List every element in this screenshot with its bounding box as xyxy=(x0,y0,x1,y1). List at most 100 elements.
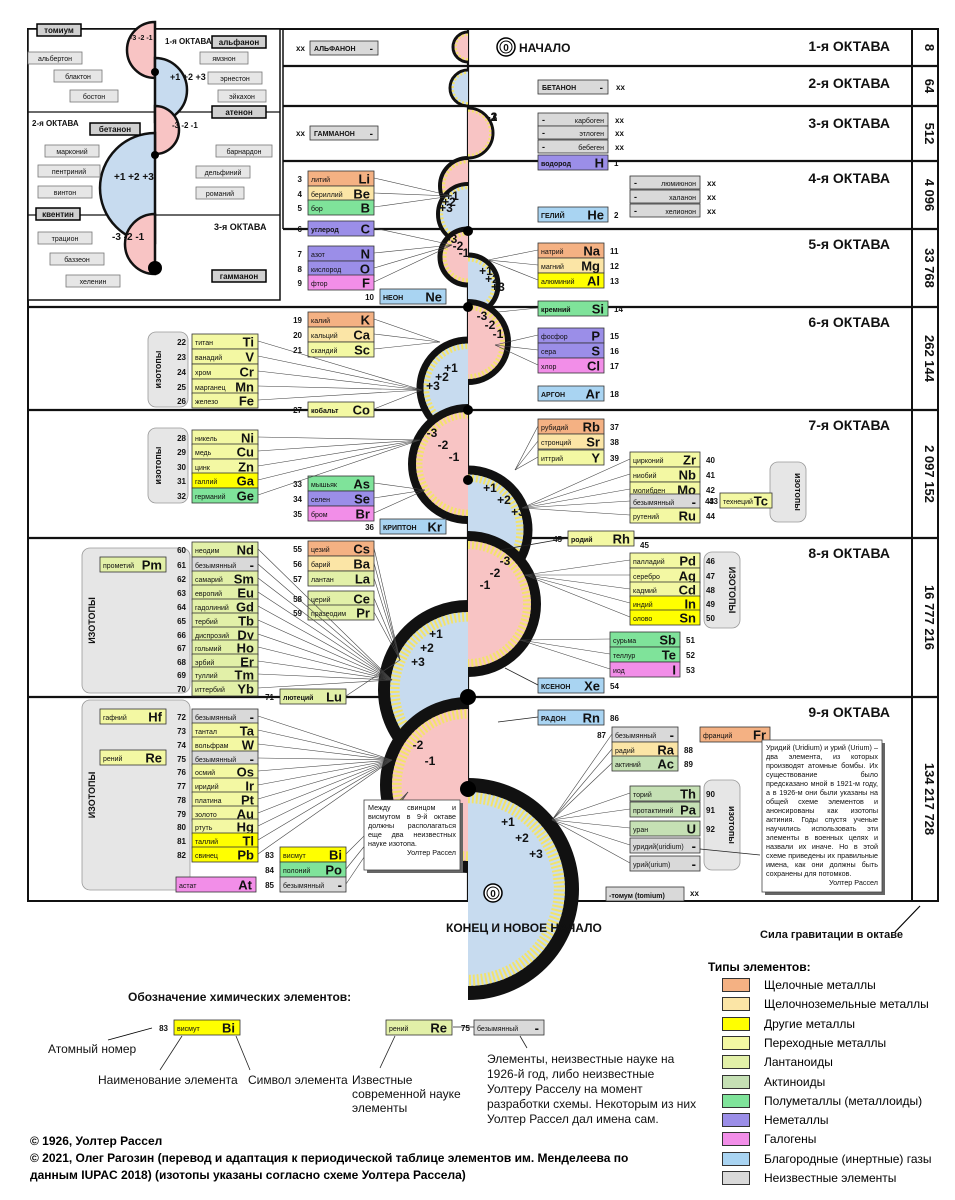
element-symbol-Se: Se xyxy=(354,492,370,507)
hyp-xx-5: xx xyxy=(707,207,716,216)
connector-line xyxy=(521,473,631,509)
charge-label: +3 xyxy=(411,655,425,669)
element-Re xyxy=(99,749,167,766)
connector-line xyxy=(519,638,611,641)
inset-yamznon xyxy=(199,51,249,65)
element-symbol-Ar: Ar xyxy=(586,387,600,402)
hypothetical-4 xyxy=(629,189,701,204)
element-Ru xyxy=(629,507,701,524)
element-name-La: лантан xyxy=(311,577,334,584)
charge-label: +3 xyxy=(529,847,543,861)
inset-octave3: 3-я ОКТАВА xyxy=(214,222,267,232)
charge-label: +2 xyxy=(420,641,434,655)
inset-albertone-text: альбертон xyxy=(38,55,72,63)
element-Ur xyxy=(629,855,701,872)
element-number-Zr: 40 xyxy=(706,456,715,465)
wave-rim xyxy=(416,412,469,516)
lead-note-author: Уолтер Рассел xyxy=(406,848,456,857)
element-name-Sc: скандий xyxy=(311,347,337,355)
element-number-Ni: 28 xyxy=(177,434,186,443)
element-symbol-Er: Er xyxy=(240,655,254,670)
inset-plus-2: +1 +2 +3 xyxy=(114,172,154,183)
notation-example-bi xyxy=(173,1019,241,1036)
inset-blacton xyxy=(53,69,103,83)
element-symbol-Sr: Sr xyxy=(586,435,600,450)
connector-line xyxy=(257,633,393,681)
isotope-panel-label: изотопы xyxy=(727,806,737,844)
element-name-Hg: ртуть xyxy=(195,825,213,832)
inset-kventin xyxy=(35,207,81,221)
charge-label: -3 xyxy=(447,232,458,246)
element-name-u43: безымянный xyxy=(633,499,674,507)
element-name-Re: рений xyxy=(103,755,123,763)
inset-gammanon xyxy=(211,269,267,283)
notation-example-bi-symbol: Bi xyxy=(222,1021,235,1036)
charge-label: +3 xyxy=(511,505,525,519)
charge-label: -2 xyxy=(487,110,498,124)
hyp-mark-4: - xyxy=(634,192,637,202)
connector-line xyxy=(373,577,401,661)
element-symbol-Kr: Kr xyxy=(428,520,442,535)
connector-line xyxy=(487,259,539,266)
element-name-I: иод xyxy=(613,668,625,675)
element-symbol-u43: - xyxy=(692,495,696,510)
element-name-Li: литий xyxy=(311,176,330,184)
start-zero-icon-inner xyxy=(499,40,513,54)
element-symbol-Xe: Xe xyxy=(584,679,600,694)
element-name-Ur: урий(urium) xyxy=(633,861,670,869)
legend-item-alkali: Щелочные металлы xyxy=(722,977,876,993)
wave-rim xyxy=(448,68,469,108)
start-label: НАЧАЛО xyxy=(519,41,570,55)
connector-line xyxy=(497,307,539,313)
element-symbol-La: La xyxy=(355,572,371,587)
connector-line xyxy=(257,389,423,401)
octave-label-9: 9-я ОКТАВА xyxy=(808,704,890,720)
element-symbol-Nb: Nb xyxy=(679,468,696,483)
hypothetical-3 xyxy=(629,175,701,190)
element-symbol-Hg: Hg xyxy=(237,820,254,835)
legend-item-halogen: Галогены xyxy=(722,1131,816,1147)
inset-minus-3: -3 -2 -1 xyxy=(112,232,145,243)
element-number-Pr: 59 xyxy=(293,609,302,618)
element-symbol-Ca: Ca xyxy=(353,328,370,343)
connector-line xyxy=(521,458,631,509)
element-symbol-Cd: Cd xyxy=(679,583,696,598)
element-symbol-Dy: Dy xyxy=(237,628,254,643)
inset-octave1: 1-я ОКТАВА xyxy=(165,37,212,46)
element-U xyxy=(629,820,701,837)
connector-line xyxy=(373,597,401,661)
connector-line xyxy=(524,574,631,604)
element-number-Ba: 56 xyxy=(293,560,302,569)
legend-label: Щелочноземельные металлы xyxy=(764,997,929,1012)
charge-label: -3 xyxy=(477,309,488,323)
element-name-Gd: гадолиний xyxy=(195,604,229,612)
element-number-Hg: 80 xyxy=(177,823,186,832)
wave-half xyxy=(453,32,468,62)
connector-line xyxy=(551,733,613,821)
element-name-Mo: молибден xyxy=(633,487,665,495)
hyp-xx-4: xx xyxy=(707,193,716,202)
element-name-Au: золото xyxy=(195,812,217,819)
wave-rim xyxy=(408,404,469,524)
element-Sc xyxy=(307,341,375,358)
element-symbol-C: C xyxy=(361,222,371,237)
element-symbol-Y: Y xyxy=(591,451,600,466)
element-symbol-Sc: Sc xyxy=(354,343,370,358)
element-number-In: 49 xyxy=(706,600,715,609)
element-At xyxy=(175,876,257,893)
inset-barnardon-text: барнардон xyxy=(227,148,262,156)
connector-line xyxy=(257,439,421,481)
element-number-Cl: 17 xyxy=(610,362,619,371)
element-name-Sn: олово xyxy=(633,616,652,623)
element-symbol-u72: - xyxy=(250,710,254,725)
octave-label-8: 8-я ОКТАВА xyxy=(808,545,890,561)
element-name-Cu: медь xyxy=(195,450,212,457)
connector-line xyxy=(551,792,631,821)
inset-bazzeon xyxy=(49,252,105,266)
element-symbol-Th: Th xyxy=(680,787,696,802)
element-name-Ar: АРГОН xyxy=(541,392,565,399)
element-name-Zr: цирконий xyxy=(633,457,664,465)
connector-line xyxy=(373,333,441,343)
gammanon-box-xx: xx xyxy=(296,129,305,138)
legend-swatch xyxy=(722,1093,750,1108)
